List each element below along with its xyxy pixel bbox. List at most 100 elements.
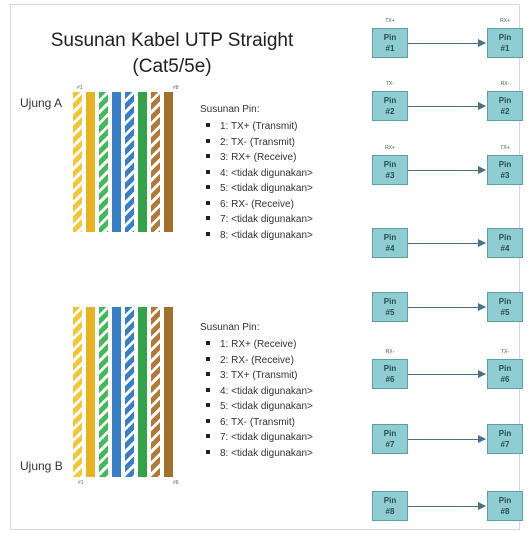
pin-box-text: Pin [383, 364, 397, 373]
pin-box-text: #2 [500, 107, 510, 116]
pin-list-end-b: Susunan Pin: 1: RX+ (Receive)2: RX- (Rec… [200, 322, 313, 461]
pin-box-text: #7 [500, 440, 510, 449]
pin-list-item: 8: <tidak digunakan> [200, 228, 313, 244]
connection-arrow [408, 435, 486, 443]
pin-box-left: Pin #7 [372, 424, 408, 454]
pin-box-text: #8 [500, 507, 510, 516]
pin-list-item: 4: <tidak digunakan> [200, 166, 313, 182]
pin-box-text: #8 [385, 507, 395, 516]
pin-list-item: 1: RX+ (Receive) [200, 337, 313, 353]
pin-list-heading: Susunan Pin: [200, 322, 260, 333]
pin-box-text: #3 [385, 171, 395, 180]
pin-list-end-a: Susunan Pin: 1: TX+ (Transmit)2: TX- (Tr… [200, 104, 313, 243]
connection-arrow [408, 303, 486, 311]
pin-box-right: Pin #6 [487, 359, 523, 389]
connection-arrow [408, 102, 486, 110]
wire-7 [151, 307, 160, 477]
pin-box-text: #1 [385, 44, 395, 53]
pin-box-text: Pin [383, 429, 397, 438]
signal-label-left: RX+ [385, 145, 395, 151]
signal-label-right: RX+ [500, 18, 510, 24]
pin-box-text: #1 [500, 44, 510, 53]
signal-label-left: RX- [385, 349, 395, 355]
diagram-title: Susunan Kabel UTP Straight [50, 30, 294, 51]
end-b-left-number: #1 [78, 480, 84, 486]
cable-end-a [73, 92, 184, 232]
wire-1 [73, 307, 82, 477]
pin-box-text: Pin [498, 33, 512, 42]
pin-list-heading: Susunan Pin: [200, 104, 260, 115]
pin-list-item: 6: TX- (Transmit) [200, 415, 313, 431]
wire-8 [164, 307, 173, 477]
pin-box-text: #3 [500, 171, 510, 180]
pin-box-text: Pin [498, 233, 512, 242]
wire-3 [99, 92, 108, 232]
pin-list-item: 8: <tidak digunakan> [200, 446, 313, 462]
signal-label-left: TX- [385, 81, 395, 87]
pin-box-text: Pin [383, 496, 397, 505]
pin-box-left: Pin #2 [372, 91, 408, 121]
pin-box-right: Pin #3 [487, 155, 523, 185]
pin-box-text: Pin [498, 364, 512, 373]
connection-arrow [408, 370, 486, 378]
signal-label-right: RX- [500, 81, 510, 87]
pin-list-item: 3: RX+ (Receive) [200, 150, 313, 166]
pin-box-right: Pin #7 [487, 424, 523, 454]
pin-box-left: Pin#5 [372, 292, 408, 322]
connection-arrow [408, 39, 486, 47]
pin-list-item: 4: <tidak digunakan> [200, 384, 313, 400]
connection-arrow [408, 239, 486, 247]
pin-box-text: Pin [383, 33, 397, 42]
pin-box-right: Pin #8 [487, 491, 523, 521]
end-a-right-number: #8 [173, 85, 179, 91]
pin-list-item: 2: TX- (Transmit) [200, 135, 313, 151]
pin-list-item: 1: TX+ (Transmit) [200, 119, 313, 135]
pin-box-left: Pin#6 [372, 359, 408, 389]
pin-box-right: Pin #1 [487, 28, 523, 58]
end-b-right-number: #8 [173, 480, 179, 486]
pin-box-text: Pin [383, 233, 397, 242]
pin-box-text: Pin [498, 496, 512, 505]
connection-arrow [408, 502, 486, 510]
pin-box-text: Pin [498, 429, 512, 438]
pin-box-text: #2 [385, 107, 395, 116]
signal-label-right: TX+ [500, 145, 510, 151]
pin-box-text: #4 [385, 244, 395, 253]
wire-4 [112, 307, 121, 477]
pin-box-left: Pin #4 [372, 228, 408, 258]
wire-6 [138, 92, 147, 232]
wire-7 [151, 92, 160, 232]
wire-8 [164, 92, 173, 232]
pin-box-text: #5 [500, 308, 510, 317]
wire-2 [86, 92, 95, 232]
wire-5 [125, 92, 134, 232]
diagram-subtitle: (Cat5/5e) [132, 56, 212, 77]
pin-box-right: Pin #4 [487, 228, 523, 258]
pin-box-text: Pin [498, 160, 512, 169]
pin-box-text: Pin [498, 297, 512, 306]
end-a-left-number: #1 [77, 85, 83, 91]
pin-box-text: Pin [383, 96, 397, 105]
pin-box-text: #7 [385, 440, 395, 449]
wire-6 [138, 307, 147, 477]
pin-list-item: 6: RX- (Receive) [200, 197, 313, 213]
cable-end-b [73, 307, 184, 477]
pin-box-text: Pin [383, 297, 397, 306]
pin-box-left: Pin #8 [372, 491, 408, 521]
signal-label-right: TX- [500, 349, 510, 355]
wire-4 [112, 92, 121, 232]
wire-2 [86, 307, 95, 477]
pin-box-text: #4 [500, 244, 510, 253]
pin-list-item: 7: <tidak digunakan> [200, 212, 313, 228]
pin-box-left: Pin #3 [372, 155, 408, 185]
wire-1 [73, 92, 82, 232]
pin-list-item: 3: TX+ (Transmit) [200, 368, 313, 384]
wire-5 [125, 307, 134, 477]
pin-list-item: 5: <tidak digunakan> [200, 399, 313, 415]
pin-box-text: Pin [383, 160, 397, 169]
wire-3 [99, 307, 108, 477]
pin-box-text: #6 [500, 375, 510, 384]
pin-list-item: 7: <tidak digunakan> [200, 430, 313, 446]
connection-arrow [408, 166, 486, 174]
pin-box-left: Pin #1 [372, 28, 408, 58]
